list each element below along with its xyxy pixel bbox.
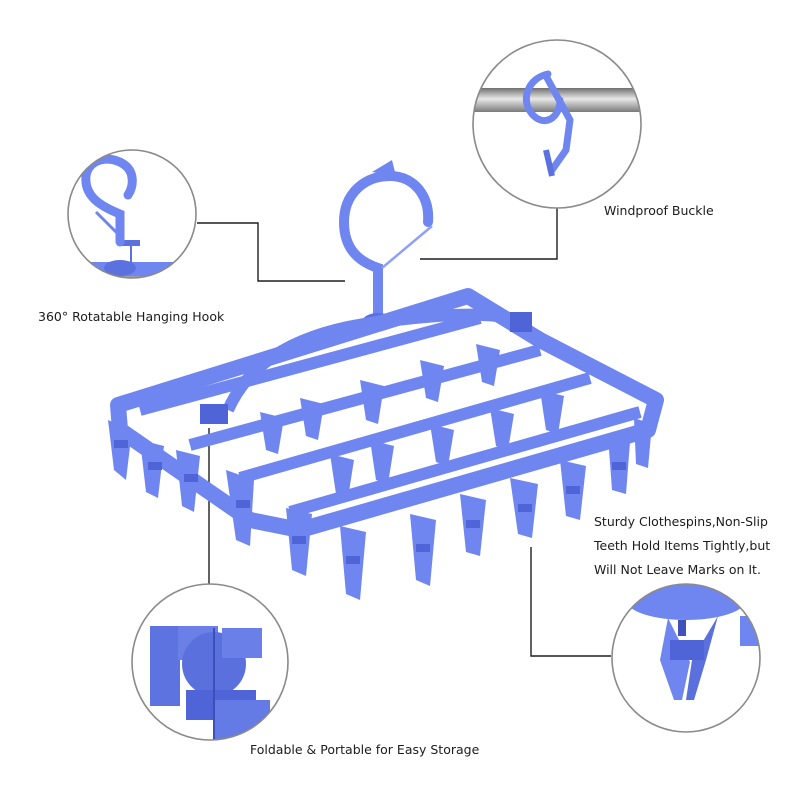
leader-buckle [420,204,558,260]
detail-circle-buckle [472,39,642,209]
callout-clothespins-line-2: Teeth Hold Items Tightly,but [594,538,771,553]
main-hook [338,170,434,325]
callout-fold-text: Foldable & Portable for Easy Storage [250,742,480,757]
detail-circle-clothespin [611,583,761,733]
callout-clothespins-line-3: Will Not Leave Marks on It. [594,562,761,577]
callout-hook-text: 360° Rotatable Hanging Hook [38,309,225,324]
detail-circle-fold [131,583,289,741]
callout-buckle-text: Windproof Buckle [604,203,714,218]
callout-clothespins-line-1: Sturdy Clothespins,Non-Slip [594,514,768,529]
leader-clips [530,547,611,657]
detail-circle-hook [67,149,197,279]
callout-clothespins-text: Sturdy Clothespins,Non-Slip Teeth Hold I… [594,510,770,582]
hanger-product [108,160,664,600]
leader-lines [197,204,611,657]
leader-hook [197,222,345,282]
